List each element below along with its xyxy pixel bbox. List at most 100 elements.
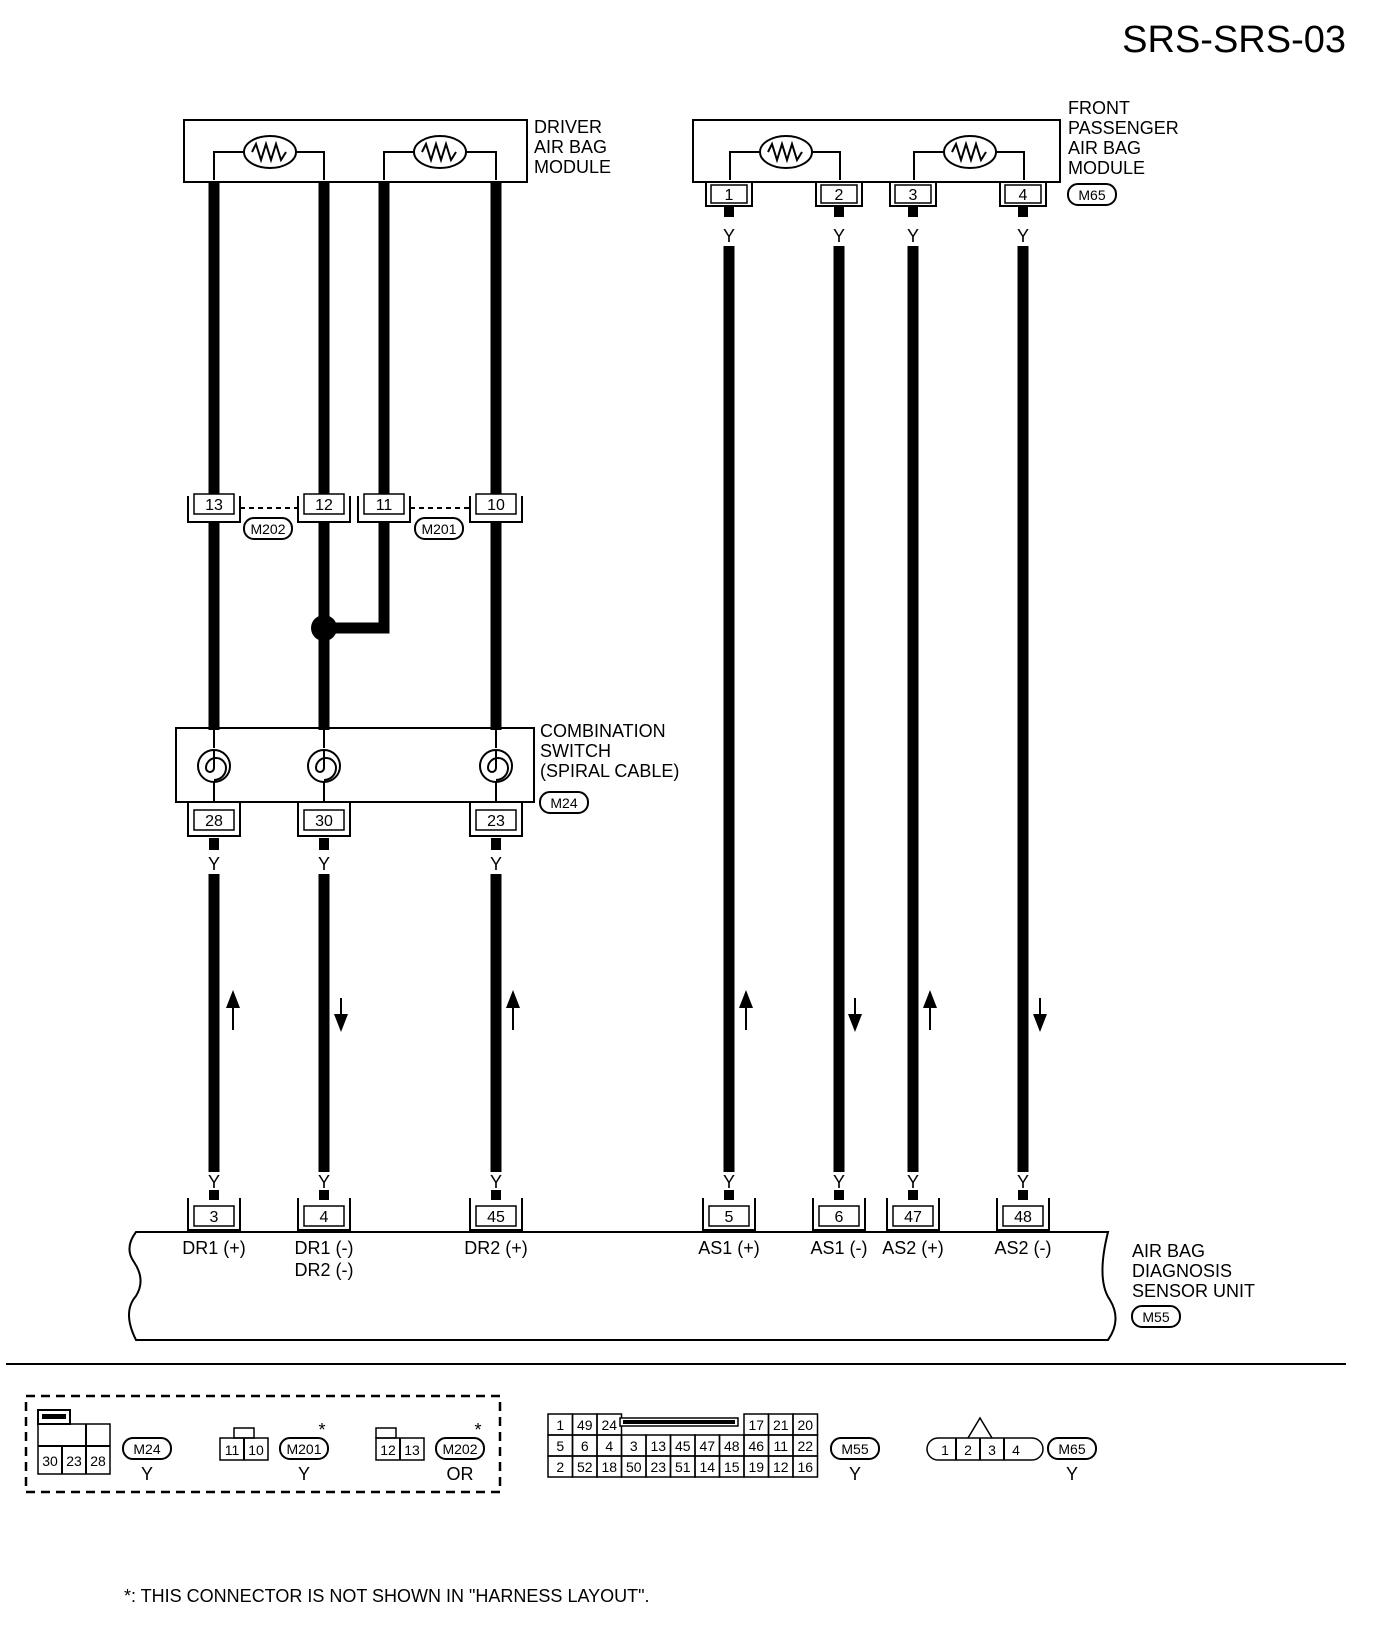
svg-text:10: 10 xyxy=(248,1442,264,1458)
svg-text:M24: M24 xyxy=(550,795,577,811)
svg-text:3: 3 xyxy=(210,1209,219,1226)
svg-text:28: 28 xyxy=(90,1453,106,1469)
m55-pin-number: 47 xyxy=(699,1438,715,1454)
m201-connector-badge: M201 xyxy=(414,517,464,540)
svg-text:1: 1 xyxy=(725,187,734,204)
svg-text:Y: Y xyxy=(318,1172,330,1192)
m55-pin-number: 20 xyxy=(797,1417,813,1433)
combination-switch-label-3: (SPIRAL CABLE) xyxy=(540,761,679,781)
svg-text:6: 6 xyxy=(835,1209,844,1226)
m55-pin-number: 15 xyxy=(724,1459,740,1475)
svg-text:2: 2 xyxy=(835,187,844,204)
m55-pin-cell xyxy=(792,1455,819,1478)
terminal-label-dr1-plus: DR1 (+) xyxy=(182,1238,246,1258)
svg-text:M202: M202 xyxy=(250,521,285,537)
driver-squib-1-icon xyxy=(213,135,325,180)
m55-pin-number: 24 xyxy=(601,1417,617,1433)
passenger-airbag-module: FRONT PASSENGER AIR BAG MODULE M65 xyxy=(692,98,1179,206)
arrow-down-icon xyxy=(334,998,348,1032)
svg-text:11: 11 xyxy=(376,497,393,514)
passenger-connector-pins: 1 2 3 4 xyxy=(705,182,1047,207)
m65-connector-badge: M65 xyxy=(1067,183,1117,206)
m202-connector-badge: M202 xyxy=(243,517,293,540)
svg-text:Y: Y xyxy=(723,1172,735,1192)
current-arrows xyxy=(226,990,1047,1032)
joint-pin-11: 11 xyxy=(357,493,411,523)
passenger-squib-1-icon xyxy=(729,135,841,180)
passenger-pin-2: 2 xyxy=(815,182,863,207)
svg-text:Y: Y xyxy=(208,1172,220,1192)
sensor-pin-6: 6 xyxy=(812,1190,866,1231)
m24-connector-view: 30 23 28 M24 Y xyxy=(37,1409,172,1484)
svg-text:Y: Y xyxy=(1066,1464,1078,1484)
svg-text:2: 2 xyxy=(964,1442,972,1458)
passenger-pin-3: 3 xyxy=(889,182,937,207)
m55-pin-number: 46 xyxy=(748,1438,764,1454)
m202-connector-view: 12 13 M202 * OR xyxy=(375,1420,485,1484)
svg-text:4: 4 xyxy=(320,1209,329,1226)
m55-pin-number: 19 xyxy=(748,1459,764,1475)
m55-pin-number: 23 xyxy=(650,1459,666,1475)
m55-pin-number: 17 xyxy=(748,1417,764,1433)
passenger-wires xyxy=(723,207,1029,1172)
svg-text:4: 4 xyxy=(1019,187,1028,204)
svg-text:Y: Y xyxy=(1017,226,1029,246)
page-title: SRS-SRS-03 xyxy=(1122,19,1346,61)
m55-pin-number: 12 xyxy=(773,1459,789,1475)
driver-module-label-1: DRIVER xyxy=(534,117,602,137)
spiral-cable-icon xyxy=(307,728,341,802)
m24-connector-badge: M24 xyxy=(539,791,589,814)
svg-text:30: 30 xyxy=(42,1453,58,1469)
switch-pin-23: 23 xyxy=(469,802,523,837)
terminal-label-dr2-plus: DR2 (+) xyxy=(464,1238,528,1258)
passenger-squib-2-icon xyxy=(913,135,1025,180)
svg-text:Y: Y xyxy=(907,226,919,246)
joint-pin-13: 13 xyxy=(187,493,241,523)
terminal-label-dr1-minus: DR1 (-) xyxy=(295,1238,354,1258)
svg-text:12: 12 xyxy=(380,1442,396,1458)
combination-switch: COMBINATION SWITCH (SPIRAL CABLE) M24 28… xyxy=(175,721,679,850)
svg-text:4: 4 xyxy=(1012,1442,1020,1458)
m55-pin-number: 16 xyxy=(797,1459,813,1475)
svg-text:3: 3 xyxy=(909,187,918,204)
arrow-up-icon xyxy=(506,990,520,1030)
m55-pin-number: 50 xyxy=(626,1459,642,1475)
joint-pin-10: 10 xyxy=(469,493,523,523)
svg-text:M201: M201 xyxy=(421,521,456,537)
driver-module-label-2: AIR BAG xyxy=(534,137,607,157)
svg-text:48: 48 xyxy=(1014,1209,1032,1226)
svg-text:Y: Y xyxy=(833,226,845,246)
switch-pin-30: 30 xyxy=(297,802,351,837)
sensor-pin-47: 47 xyxy=(886,1190,940,1231)
terminal-label-as1-minus: AS1 (-) xyxy=(810,1238,867,1258)
svg-text:28: 28 xyxy=(205,813,223,830)
passenger-pin-4: 4 xyxy=(999,182,1047,207)
terminal-label-as1-plus: AS1 (+) xyxy=(698,1238,760,1258)
svg-text:13: 13 xyxy=(205,497,223,514)
footnote: *: THIS CONNECTOR IS NOT SHOWN IN "HARNE… xyxy=(124,1586,650,1606)
m55-pin-number: 51 xyxy=(675,1459,691,1475)
switch-pin-28: 28 xyxy=(187,802,241,837)
sensor-unit-label-2: DIAGNOSIS xyxy=(1132,1261,1232,1281)
sensor-unit-label-1: AIR BAG xyxy=(1132,1241,1205,1261)
joint-pin-12: 12 xyxy=(297,493,351,523)
sensor-pin-48: 48 xyxy=(996,1190,1050,1231)
svg-text:M201: M201 xyxy=(286,1441,321,1457)
svg-text:Y: Y xyxy=(490,1172,502,1192)
svg-text:23: 23 xyxy=(487,813,505,830)
passenger-module-label-3: AIR BAG xyxy=(1068,138,1141,158)
m55-pin-number: 13 xyxy=(650,1438,666,1454)
svg-text:Y: Y xyxy=(833,1172,845,1192)
m55-pin-number: 6 xyxy=(581,1438,589,1454)
asterisk-mark: * xyxy=(318,1420,325,1440)
m55-pin-number: 45 xyxy=(675,1438,691,1454)
wire-color-labels: Y Y Y Y Y Y Y Y Y Y Y Y Y Y xyxy=(208,226,1029,1192)
terminal-label-as2-minus: AS2 (-) xyxy=(994,1238,1051,1258)
spiral-cable-icon xyxy=(479,728,513,802)
svg-text:1: 1 xyxy=(941,1442,949,1458)
passenger-module-label-2: PASSENGER xyxy=(1068,118,1179,138)
svg-text:Y: Y xyxy=(490,854,502,874)
m55-pin-number: 49 xyxy=(577,1417,593,1433)
sensor-unit: 3 4 45 5 6 47 xyxy=(128,1190,1255,1341)
